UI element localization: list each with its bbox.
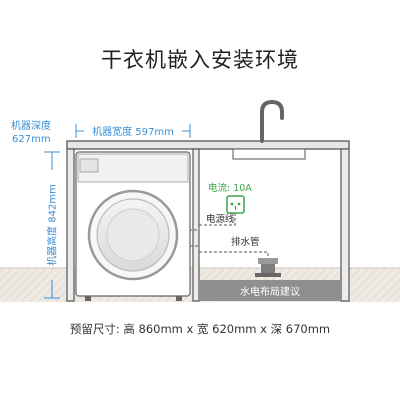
floor-drain-body	[261, 264, 275, 273]
drain-pipe-label: 排水管	[231, 236, 260, 248]
depth-label: 机器深度	[11, 119, 51, 132]
dryer-filter-handle	[79, 158, 99, 173]
utility-advice-label: 水电布局建议	[240, 285, 300, 298]
power-cord-label: 电源线	[206, 213, 235, 225]
dryer-foot-right	[176, 296, 182, 301]
socket-hole-left	[230, 202, 234, 206]
floor-drain-base	[255, 273, 281, 277]
height-dimension-label: 机器高度 842mm	[46, 184, 59, 266]
cabinet-left-wall	[66, 148, 75, 302]
reserved-size-caption: 预留尺寸: 高 860mm x 宽 620mm x 深 670mm	[69, 322, 331, 336]
cabinet-plinth	[199, 280, 341, 301]
cabinet-divider	[192, 148, 200, 302]
page-title: 干衣机嵌入安装环境	[101, 48, 299, 72]
power-socket	[226, 195, 245, 214]
width-dimension-label: 机器宽度 597mm	[92, 125, 174, 138]
current-label: 电流: 10A	[208, 182, 252, 194]
socket-hole-right	[237, 202, 241, 206]
drain-pipe	[190, 245, 269, 258]
depth-value: 627mm	[12, 134, 51, 145]
dryer-foot-left	[85, 296, 91, 301]
faucet	[260, 99, 284, 143]
sink-bowl	[232, 148, 306, 160]
countertop	[66, 140, 350, 150]
floor-drain-cap	[258, 258, 278, 264]
power-cord	[190, 213, 236, 231]
dryer-drum-inner	[106, 208, 160, 262]
cabinet-right-wall	[340, 148, 350, 302]
